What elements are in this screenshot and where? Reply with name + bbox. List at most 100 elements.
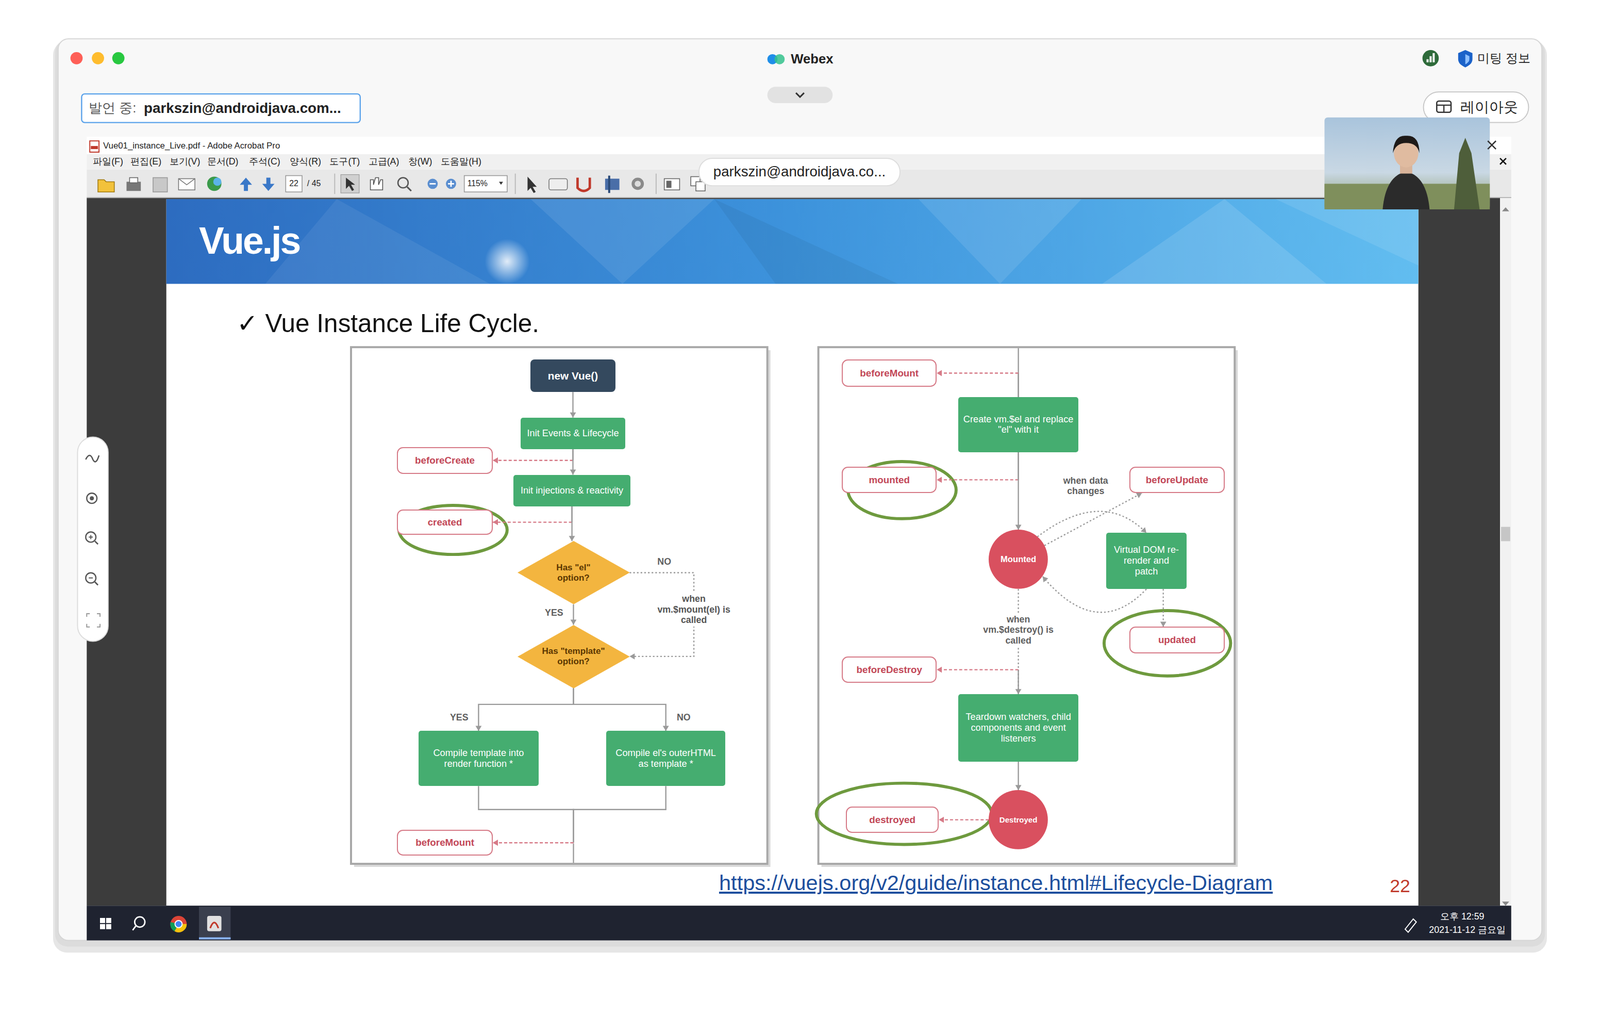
node-label: Virtual DOM re-render and patch [1111, 544, 1182, 577]
document-pane [1501, 526, 1511, 542]
presenter-name: parkszin@androidjava.co... [713, 163, 887, 180]
node-text-group: Mounted [992, 554, 1044, 564]
app-window [58, 38, 1542, 940]
toolbar-icons [340, 174, 360, 194]
annotation-toolbar [85, 455, 99, 462]
node-text-group: beforeUpdate [1134, 474, 1220, 486]
video-thumbnail [1324, 117, 1507, 210]
slide-page [166, 198, 1419, 906]
node-text-group: Has "el" option? [539, 562, 608, 583]
toolbar-icons [262, 177, 275, 192]
node-text-group: Init Events & Lifecycle [525, 427, 621, 439]
node-label: Has "template" option? [539, 645, 608, 666]
clock-time: 오후 12:59 [1440, 910, 1485, 922]
lifecycle-hook: created [396, 509, 493, 535]
slide-banner [714, 198, 898, 284]
document-pane [1502, 207, 1510, 212]
toolbar-icons [498, 181, 504, 185]
connector-line [1017, 452, 1019, 530]
toolbar-icons [666, 180, 672, 188]
layout-button [1436, 101, 1452, 113]
process-box: Teardown watchers, child components and … [958, 693, 1079, 762]
connector [492, 785, 666, 846]
acrobat-window [89, 140, 99, 153]
connector [570, 391, 577, 418]
circle-fill [988, 789, 1048, 849]
lifecycle-hook: beforeMount [396, 829, 493, 855]
connector-line [492, 841, 574, 843]
toolbar-icons [655, 173, 657, 195]
start-box: new Vue() [530, 359, 615, 392]
clock-date: 2021-11-12 금요일 [1428, 924, 1506, 935]
acrobat-window [86, 196, 1512, 198]
document-pane [1502, 901, 1510, 906]
connector [1015, 452, 1022, 530]
node-text-group: beforeMount [846, 367, 932, 379]
video-thumbnail [1500, 158, 1507, 165]
arrow-head [1042, 576, 1049, 582]
toolbar-icons [239, 177, 253, 192]
slide-banner [918, 198, 1082, 284]
lifecycle-hook: updated [1129, 626, 1225, 653]
connector-line [936, 668, 1019, 670]
collapse-pill [767, 86, 833, 104]
highlight-ellipse [398, 461, 1231, 844]
toolbar-icons [345, 177, 356, 192]
slide-banner [166, 198, 1419, 284]
connector-line [936, 478, 1019, 480]
state-circle: Destroyed [988, 789, 1048, 849]
arrow-head [1015, 524, 1022, 530]
toolbar-icons [213, 177, 222, 187]
toolbar-icons [429, 182, 436, 185]
node-text-group: mounted [846, 474, 932, 486]
speaker-label: 발언 중: [88, 100, 137, 116]
edge-label: NO [657, 556, 672, 567]
node-label: beforeMount [402, 836, 488, 848]
taskbar [132, 925, 136, 930]
toolbar-icons [178, 178, 195, 185]
toolbar-icons [548, 178, 568, 190]
toolbar-icons [153, 177, 168, 193]
menu-item: 창(W) [408, 156, 433, 167]
lifecycle-hook: destroyed [845, 806, 939, 833]
flow-line [572, 842, 574, 863]
lifecycle-hook: beforeMount [841, 359, 937, 387]
toolbar-icons [407, 186, 412, 191]
edge-label: YES [544, 607, 564, 618]
slide-banner [1102, 198, 1327, 284]
process-box: Virtual DOM re-render and patch [1106, 532, 1187, 589]
connector [1160, 588, 1167, 627]
connector [570, 448, 577, 475]
annotation-toolbar [85, 531, 96, 543]
menu-item: 파일(F) [92, 156, 124, 167]
acrobat-window [90, 145, 98, 149]
arrow-head [936, 476, 942, 483]
diamond-fill [517, 540, 630, 605]
toolbar-icons [285, 175, 303, 193]
window-shadow [53, 39, 1547, 953]
slide-number: 22 [1389, 875, 1411, 897]
edge-label: when data changes [1054, 474, 1118, 498]
process-box: Init Events & Lifecycle [520, 417, 626, 449]
node-label: Create vm.$el and replace "el" with it [963, 413, 1074, 436]
node-label: beforeDestroy [846, 663, 932, 676]
toolbar-icons [334, 173, 336, 195]
window-title: Vue01_instance_Live.pdf - Adobe Acrobat … [103, 140, 280, 151]
slide-title: ✓ Vue Instance Life Cycle. [236, 308, 540, 339]
diagram-panel [351, 346, 1238, 867]
connector-line [492, 841, 574, 843]
arrow-head [492, 457, 498, 464]
connector-line [492, 521, 573, 523]
annotation-toolbar [94, 581, 98, 586]
menu-item: 편집(E) [130, 156, 162, 167]
connector-line [573, 785, 666, 843]
decision-diamond: Has "template" option? [517, 624, 630, 689]
arrow-head [570, 412, 577, 418]
edge-label: when vm.$destroy() is called [980, 612, 1056, 647]
signal-icon [1432, 53, 1435, 63]
menu-button: 미팅 정보 [1477, 51, 1531, 65]
collapse-pill [795, 92, 805, 97]
slide-banner [166, 198, 1419, 284]
